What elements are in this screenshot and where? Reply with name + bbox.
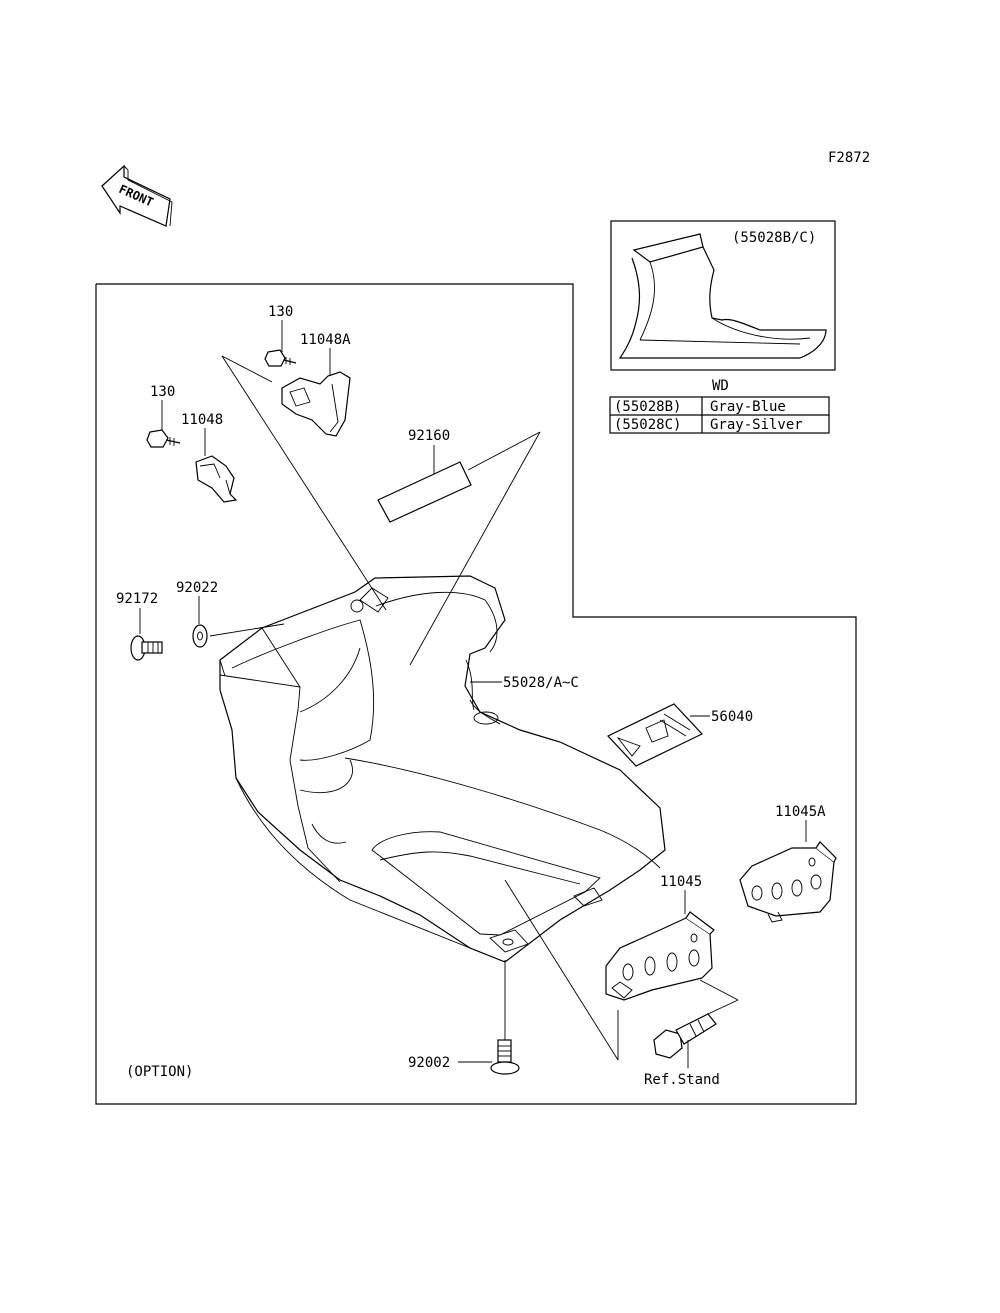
bolt-130-lower-icon: [146, 429, 181, 448]
option-label: (OPTION): [126, 1064, 193, 1080]
diagram-code: F2872: [828, 150, 870, 166]
part-label-11045: 11045: [660, 874, 702, 890]
table-row-code: (55028B): [614, 399, 681, 415]
table-row-code: (55028C): [614, 417, 681, 433]
option-frame: [95, 283, 857, 1105]
inset-title: (55028B/C): [732, 230, 816, 246]
part-label-92160: 92160: [408, 428, 450, 444]
label-56040-icon: [607, 703, 703, 767]
front-arrow-icon: FRONT: [101, 164, 173, 227]
part-label-92022: 92022: [176, 580, 218, 596]
part-label-55028: 55028/A~C: [503, 675, 579, 691]
part-label-92002: 92002: [408, 1055, 450, 1071]
part-label-11048A: 11048A: [300, 332, 351, 348]
bracket-11048-icon: [195, 455, 238, 503]
lower-cowl-55028-drawing: [219, 575, 666, 963]
inset-cowl-drawing: [618, 233, 827, 359]
part-label-11045A: 11045A: [775, 804, 826, 820]
part-label-130-upper: 130: [268, 304, 293, 320]
table-row-color: Gray-Silver: [710, 417, 803, 433]
bolt-92002-icon: [490, 1039, 520, 1075]
table-row-color: Gray-Blue: [710, 399, 786, 415]
sticker-92160-icon: [377, 461, 472, 523]
bolt-130-upper-icon: [264, 349, 297, 367]
part-label-92172: 92172: [116, 591, 158, 607]
color-table: WD (55028B) Gray-Blue (55028C) Gray-Silv…: [609, 378, 830, 434]
part-label-ref-stand: Ref.Stand: [644, 1072, 720, 1088]
bracket-11045A-icon: [739, 841, 837, 923]
bracket-11045-icon: [605, 911, 715, 1001]
part-label-11048: 11048: [181, 412, 223, 428]
part-label-56040: 56040: [711, 709, 753, 725]
ref-stand-bolt-icon: [653, 1013, 717, 1059]
washer-92022-icon: [192, 624, 208, 648]
bracket-11048A-icon: [281, 371, 351, 437]
table-header: WD: [712, 378, 729, 394]
part-label-130-lower: 130: [150, 384, 175, 400]
inset-box: [610, 220, 836, 371]
bolt-92172-icon: [130, 635, 163, 661]
